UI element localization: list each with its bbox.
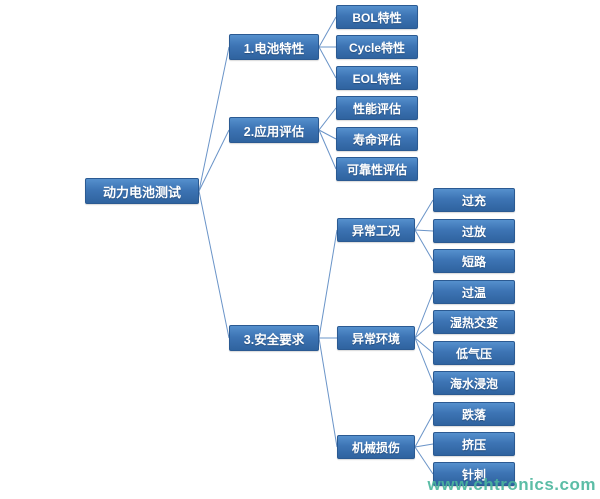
node-life-evaluation: 寿命评估 [336,127,418,151]
node-performance-evaluation: 性能评估 [336,96,418,120]
node-crush: 挤压 [433,432,515,456]
node-application-evaluation: 2.应用评估 [229,117,319,143]
node-needle-puncture: 针刺 [433,462,515,486]
node-cycle-characteristics: Cycle特性 [336,35,418,59]
watermark: www.chtronics.com [427,475,596,494]
node-low-pressure: 低气压 [433,341,515,365]
node-damp-heat-cycling: 湿热交变 [433,310,515,334]
node-abnormal-environment: 异常环境 [337,326,415,350]
node-root: 动力电池测试 [85,178,199,204]
node-over-temperature: 过温 [433,280,515,304]
node-seawater-immersion: 海水浸泡 [433,371,515,395]
node-short-circuit: 短路 [433,249,515,273]
node-abnormal-conditions: 异常工况 [337,218,415,242]
node-overcharge: 过充 [433,188,515,212]
node-bol-characteristics: BOL特性 [336,5,418,29]
node-mechanical-damage: 机械损伤 [337,435,415,459]
node-overdischarge: 过放 [433,219,515,243]
node-eol-characteristics: EOL特性 [336,66,418,90]
node-drop: 跌落 [433,402,515,426]
node-battery-characteristics: 1.电池特性 [229,34,319,60]
node-reliability-evaluation: 可靠性评估 [336,157,418,181]
node-safety-requirements: 3.安全要求 [229,325,319,351]
